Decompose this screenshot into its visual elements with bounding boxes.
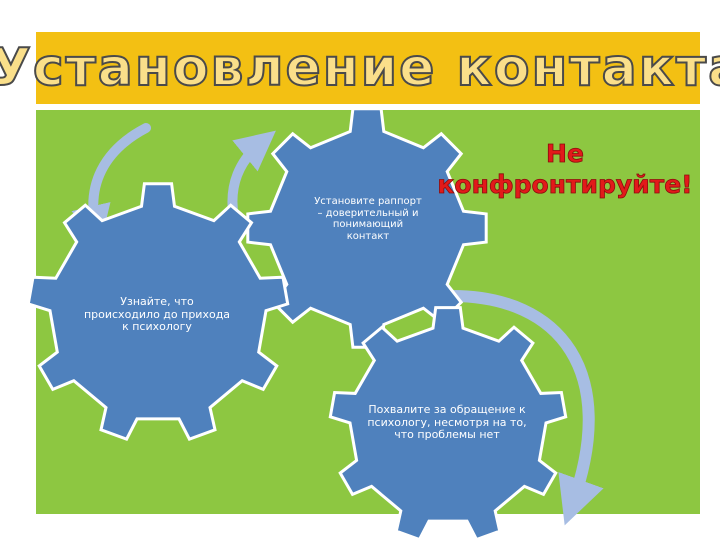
accent-line-1: Не [546,139,585,169]
accent-line-2: конфронтируйте! [437,170,693,200]
accent-message: Не конфронтируйте! [430,138,700,201]
page-title: Установление контакта [0,37,720,99]
cycle-arrow-right [446,290,604,526]
gear-bottom-label: Похвалите за обращение к психологу, несм… [367,403,527,442]
gear-left [26,182,290,441]
gear-top [246,107,488,349]
gear-left-label: Узнайте, что происходило до прихода к пс… [83,295,231,334]
gear-top-label: Установите раппорт – доверительный и пон… [314,196,422,242]
title-bar: Установление контакта [0,32,720,104]
cycle-arrow-middle [227,130,276,223]
